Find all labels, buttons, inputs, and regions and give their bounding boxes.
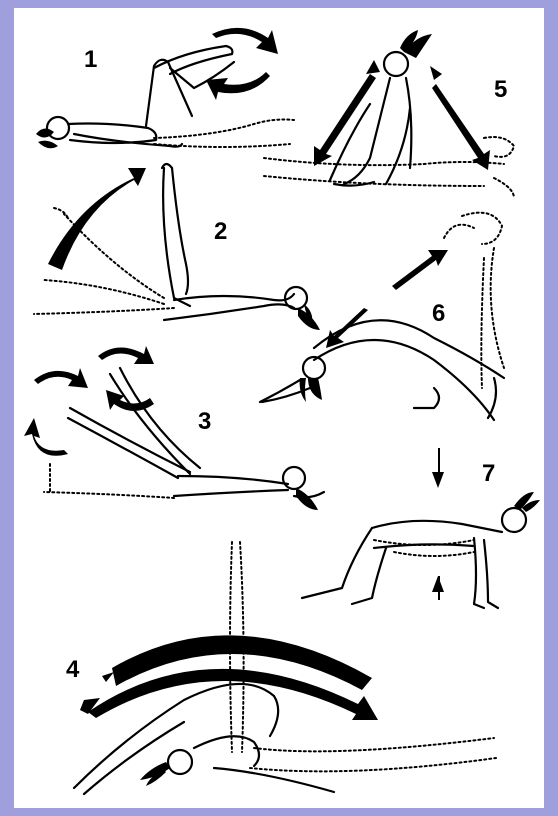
leg-cycling-figure [36,28,294,148]
illustration-panel: 1 2 3 4 5 6 7 [14,8,544,808]
exercise-drawings [14,8,544,808]
roll-up-figure [264,30,514,198]
leg-circles-figure [24,346,324,510]
cat-stretch-figure [302,448,540,608]
back-arch-figure [260,213,504,420]
leg-raise-figure [34,164,320,330]
plough-stretch-figure [74,542,496,794]
